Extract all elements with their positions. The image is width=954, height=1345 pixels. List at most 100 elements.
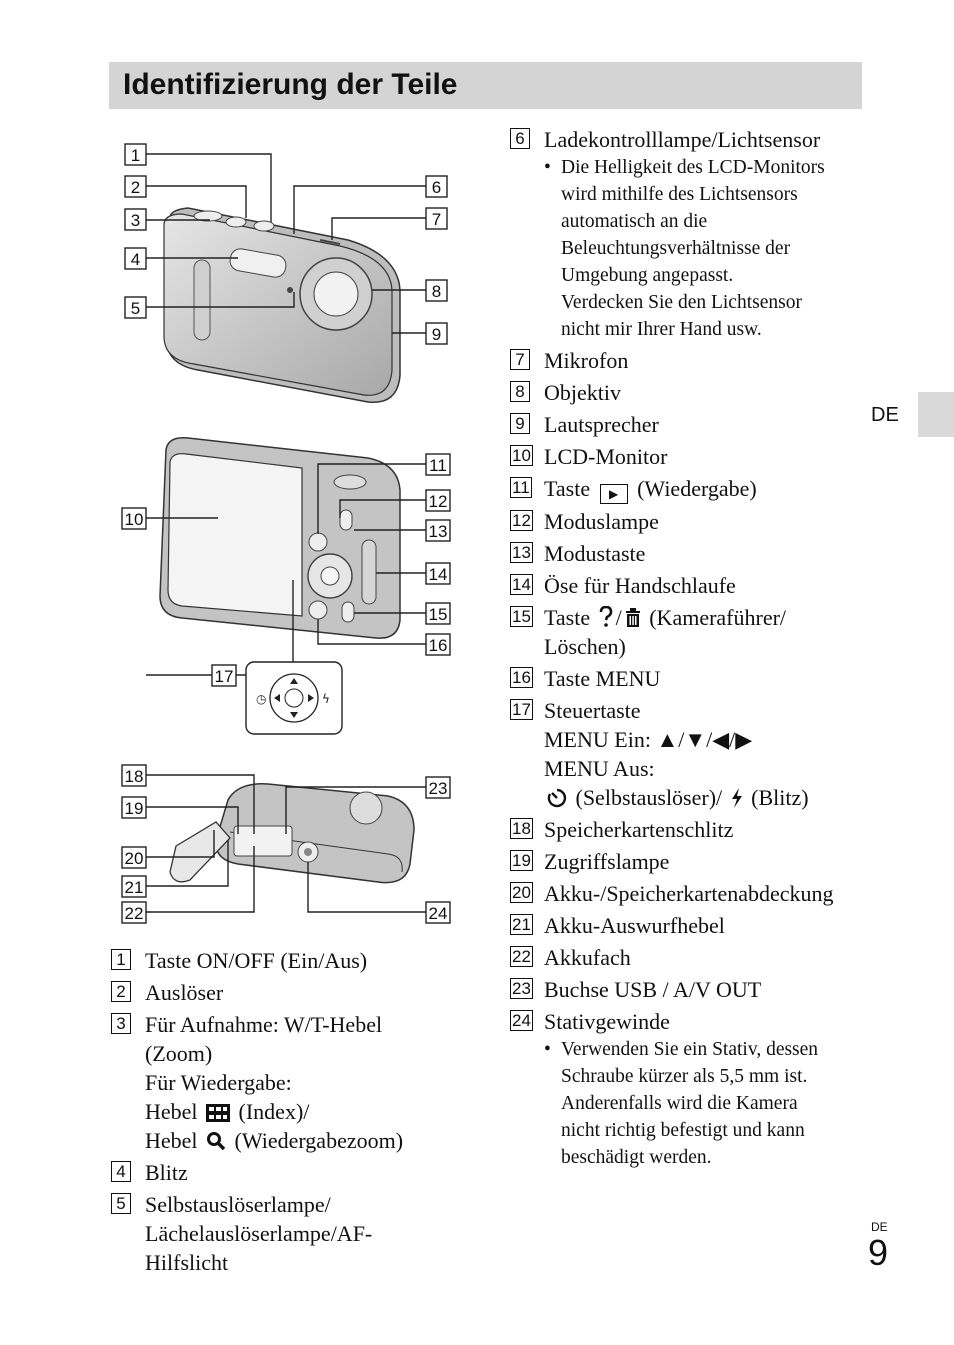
list-item: 18 Speicherkartenschlitz (510, 815, 870, 844)
note-text: Anderenfalls wird die Kamera (561, 1093, 798, 1114)
item-text: (Kameraführer/ (649, 605, 787, 630)
item-number: 11 (510, 477, 532, 498)
note-text: Schraube kürzer als 5,5 mm ist. (561, 1066, 808, 1087)
item-text: Ladekontrolllampe/Lichtsensor (544, 127, 821, 152)
item-number: 15 (510, 606, 533, 627)
note-text: automatisch an die (561, 211, 708, 232)
item-text: Für Wiedergabe: (145, 1070, 292, 1095)
list-item: 17 Steuertaste MENU Ein: ▲/▼/◀/▶ MENU Au… (510, 696, 870, 812)
list-item: 6 Ladekontrolllampe/Lichtsensor Die Hell… (510, 125, 870, 343)
item-text: (Index)/ (238, 1099, 310, 1124)
figure-label: 8 (432, 282, 441, 301)
camera-front-figure: 1 2 3 4 5 6 7 8 9 (124, 143, 448, 403)
figure-label: 3 (131, 211, 140, 230)
list-item: 24 Stativgewinde Verwenden Sie ein Stati… (510, 1007, 870, 1171)
list-item: 7 Mikrofon (510, 346, 870, 375)
item-text: (Wiedergabezoom) (234, 1128, 404, 1153)
side-tab (918, 392, 954, 437)
item-number: 7 (510, 349, 530, 370)
list-item: 22 Akkufach (510, 943, 870, 972)
item-text-with-icon: Hebel (Wiedergabezoom) (145, 1126, 461, 1155)
magnifier-icon (207, 1132, 226, 1151)
title-bar: Identifizierung der Teile (109, 62, 862, 109)
camera-bottom-figure: 18 19 20 21 22 23 24 (121, 764, 451, 924)
item-number: 5 (111, 1193, 131, 1214)
item-number: 21 (510, 914, 533, 935)
item-number: 23 (510, 978, 533, 999)
play-icon: ▶ (599, 484, 628, 504)
list-item: 16 Taste MENU (510, 664, 870, 693)
item-text: Für Aufnahme: W/T-Hebel (145, 1012, 383, 1037)
figure-label: 23 (429, 779, 448, 798)
list-item: 10 LCD-Monitor (510, 442, 870, 471)
item-number: 13 (510, 542, 533, 563)
note-text: nicht mir Ihrer Hand usw. (561, 319, 762, 340)
list-item: 12 Moduslampe (510, 507, 870, 536)
item-text: Modustaste (544, 541, 646, 566)
item-text: Hilfslicht (145, 1250, 229, 1275)
figure-label: 6 (432, 178, 441, 197)
item-text: Speicherkartenschlitz (544, 817, 734, 842)
camera-back-figure: ◷ ϟ 10 11 12 13 14 15 16 17 (121, 437, 451, 735)
item-text: Löschen) (544, 634, 626, 659)
item-text-with-icon: Taste ▶ (Wiedergabe) (544, 474, 870, 504)
note-text: Verdecken Sie den Lichtsensor (561, 292, 802, 313)
item-text: Lautsprecher (544, 412, 659, 437)
item-text-with-icon: (Selbstauslöser)/ (Blitz) (544, 783, 870, 812)
figure-label: 22 (125, 904, 144, 923)
list-item: 14 Öse für Handschlaufe (510, 571, 870, 600)
list-item: 15 Taste / (Kameraführer/ Löschen) (510, 603, 870, 661)
list-item: 11 Taste ▶ (Wiedergabe) (510, 474, 870, 504)
list-item: 1 Taste ON/OFF (Ein/Aus) (111, 946, 461, 975)
item-number: 22 (510, 946, 533, 967)
parts-list-left: 1 Taste ON/OFF (Ein/Aus) 2 Auslöser 3 Fü… (111, 946, 461, 1280)
list-item: 9 Lautsprecher (510, 410, 870, 439)
item-text: Mikrofon (544, 348, 629, 373)
item-text-with-icon: Hebel (Index)/ (145, 1097, 461, 1126)
figure-label: 4 (131, 250, 140, 269)
page-title: Identifizierung der Teile (123, 68, 458, 101)
list-item: 21 Akku-Auswurfhebel (510, 911, 870, 940)
item-text: Stativgewinde (544, 1009, 670, 1034)
item-number: 20 (510, 882, 533, 903)
side-language-label: DE (871, 404, 899, 426)
item-number: 24 (510, 1010, 533, 1031)
figure-label: 15 (429, 605, 448, 624)
index-grid-icon (206, 1104, 231, 1122)
item-number: 16 (510, 667, 533, 688)
figure-label: 13 (429, 522, 448, 541)
question-icon (599, 606, 612, 627)
item-text: (Zoom) (145, 1041, 213, 1066)
item-text: Selbstauslöserlampe/ (145, 1192, 331, 1217)
figure-label: 14 (429, 565, 448, 584)
list-item: 5 Selbstauslöserlampe/ Lächelauslöserlam… (111, 1190, 461, 1277)
item-text: MENU Ein: ▲/▼/◀/▶ (544, 727, 753, 752)
item-text: Hebel (145, 1128, 198, 1153)
item-text: Blitz (145, 1160, 188, 1185)
flash-icon (731, 788, 742, 808)
item-text: Öse für Handschlaufe (544, 573, 736, 598)
page-number: 9 (868, 1232, 889, 1273)
item-text: Taste MENU (544, 666, 661, 691)
item-text: Akkufach (544, 945, 631, 970)
item-number: 18 (510, 818, 533, 839)
figure-label: 9 (432, 325, 441, 344)
item-number: 17 (510, 699, 533, 720)
item-number: 10 (510, 445, 533, 466)
item-text: (Blitz) (751, 785, 809, 810)
note-text: wird mithilfe des Lichtsensors (561, 184, 798, 205)
list-item: 13 Modustaste (510, 539, 870, 568)
figure-label: 17 (215, 667, 234, 686)
figure-label: 16 (429, 636, 448, 655)
item-text: Zugriffslampe (544, 849, 670, 874)
note: Verwenden Sie ein Stativ, dessen Schraub… (544, 1036, 870, 1171)
item-number: 1 (111, 949, 131, 970)
item-number: 19 (510, 850, 533, 871)
parts-list-right: 6 Ladekontrolllampe/Lichtsensor Die Hell… (510, 125, 870, 1174)
svg-text:ϟ: ϟ (322, 692, 330, 706)
item-number: 9 (510, 413, 530, 434)
figure-label: 10 (125, 510, 144, 529)
item-text: Taste (544, 605, 591, 630)
item-text: (Selbstauslöser)/ (575, 785, 723, 810)
item-text: Moduslampe (544, 509, 659, 534)
